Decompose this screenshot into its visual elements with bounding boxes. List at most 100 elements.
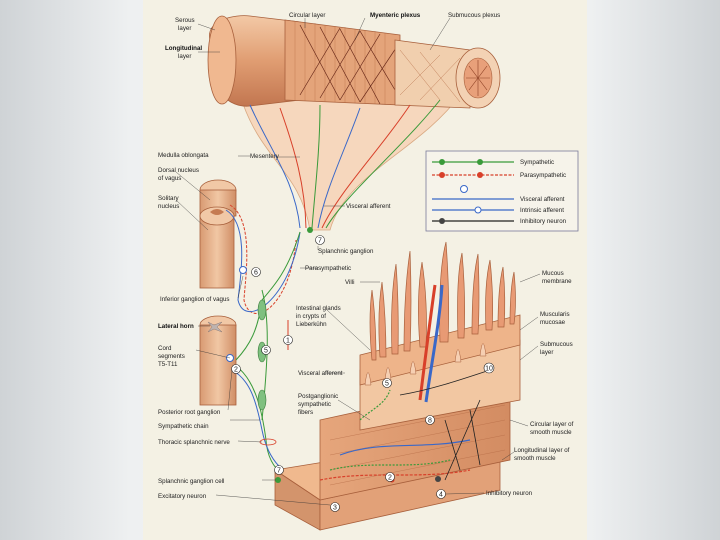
marker-6: 6 [251,267,261,277]
label-inhibitory-neuron: Inhibitory neuron [486,490,533,497]
svg-text:8: 8 [428,418,432,425]
wall-nerves-vessels [319,284,491,481]
label-solitary-nucleus-1: Solitary [158,195,180,202]
marker-7-top: 7 [315,235,325,245]
label-longitudinal-layer-1: Longitudinal [165,45,202,52]
svg-text:1: 1 [286,338,290,345]
intestinal-crypts [364,343,487,386]
legend-intrinsic-afferent: Intrinsic afferent [432,206,564,214]
svg-text:2: 2 [388,475,392,482]
extrinsic-fibers [225,204,331,487]
label-cord-segments-2: segments [158,353,185,360]
svg-text:6: 6 [254,270,258,277]
svg-text:5: 5 [385,381,389,388]
label-dorsal-nucleus-1: Dorsal nucleus [158,167,199,174]
label-posterior-root: Posterior root ganglion [158,409,221,416]
label-longitudinal-layer-2: layer [178,53,191,60]
marker-5-left: 5 [261,345,271,355]
marker-2-left: 2 [231,364,241,374]
mesentery [239,94,461,231]
label-splanchnic-ganglion: Splanchnic ganglion [318,248,374,255]
label-thoracic-splanchnic: Thoracic splanchnic nerve [158,439,230,446]
ganglion-cells [226,227,441,483]
sympathetic-chain [257,299,267,411]
gut-tube [207,15,501,231]
thoracic-splanchnic-nerve-ring [259,438,277,446]
label-medulla: Medulla oblongata [158,152,209,159]
legend-parasympathetic: Parasympathetic [432,172,566,179]
labels: Serous layer Longitudinal layer Circular… [158,12,574,500]
label-intestinal-glands-1: Intestinal glands [296,305,341,312]
inhibitory-neuron-cell [435,476,441,482]
legend-label-sympathetic: Sympathetic [520,159,554,166]
svg-text:2: 2 [234,367,238,374]
label-lateral-horn: Lateral horn [158,323,194,330]
label-postganglionic-1: Postganglionic [298,393,338,400]
label-mucous-membrane-1: Mucous [542,270,564,277]
label-cord-segments-3: T5-T11 [158,361,178,368]
label-mucous-membrane-2: membrane [542,278,572,285]
marker-3: 3 [330,502,340,512]
label-longitudinal-smooth-2: smooth muscle [514,455,556,462]
legend-label-intrinsic-afferent: Intrinsic afferent [520,207,564,214]
label-mesentery: Mesentery [250,153,280,160]
label-villi: Villi [345,279,355,286]
label-serous-layer-2: layer [178,25,191,32]
legend-inhibitory-neuron: Inhibitory neuron [432,218,567,225]
marker-5-right: 5 [382,378,392,388]
label-circular-smooth-2: smooth muscle [530,429,572,436]
marker-4: 4 [436,489,446,499]
label-intestinal-glands-2: in crypts of [296,313,326,320]
label-visceral-afferent-top: Visceral afferent [346,203,391,210]
marker-8: 8 [425,415,435,425]
leader-lines [175,17,541,506]
label-longitudinal-smooth-1: Longitudinal layer of [514,447,570,454]
label-circular-smooth-1: Circular layer of [530,421,574,428]
svg-text:10: 10 [485,366,493,373]
splanchnic-ganglion-node [307,227,313,233]
label-submucous-layer-2: layer [540,349,553,356]
legend-label-parasympathetic: Parasympathetic [520,172,566,179]
label-myenteric-plexus: Myenteric plexus [370,12,421,19]
label-submucous-plexus: Submucous plexus [448,12,500,19]
svg-text:7: 7 [277,468,281,475]
label-cord-segments-1: Cord [158,345,172,352]
label-inferior-ganglion: Inferior ganglion of vagus [160,296,229,303]
brainstem-segment [199,179,237,289]
number-markers: 7 6 1 5 2 7 3 4 2 10 5 8 [231,235,495,512]
label-visceral-afferent-mid: Visceral afferent [298,370,343,377]
inferior-ganglion-cell [239,266,247,274]
label-circular-layer: Circular layer [289,12,325,19]
legend-label-inhibitory-neuron: Inhibitory neuron [520,218,567,225]
marker-1: 1 [283,335,293,345]
legend: Sympathetic Parasympathetic Visceral aff… [425,150,579,232]
marker-2-bottom: 2 [385,472,395,482]
label-excitatory-neuron: Excitatory neuron [158,493,207,500]
label-muscularis-mucosae-2: mucosae [540,319,566,326]
splanchnic-ganglion-cell [275,477,281,483]
legend-label-visceral-afferent: Visceral afferent [520,196,565,203]
svg-text:5: 5 [264,348,268,355]
label-parasympathetic: Parasympathetic [305,265,351,272]
label-solitary-nucleus-2: nucleus [158,203,179,210]
svg-text:7: 7 [318,238,322,245]
myenteric-plexus-net [299,24,399,105]
legend-sympathetic: Sympathetic [432,159,554,166]
label-intestinal-glands-3: Lieberkühn [296,321,327,328]
legend-visceral-afferent: Visceral afferent [432,196,565,203]
svg-text:3: 3 [333,505,337,512]
mesentery-nerves [249,99,441,229]
label-postganglionic-3: fibers [298,409,313,416]
label-dorsal-nucleus-2: of vagus [158,175,181,182]
label-muscularis-mucosae-1: Muscularis [540,311,570,318]
label-sympathetic-chain: Sympathetic chain [158,423,209,430]
label-submucous-layer-1: Submucous [540,341,573,348]
svg-text:4: 4 [439,492,443,499]
label-serous-layer-1: Serous [175,17,195,24]
marker-7-bottom: 7 [274,465,284,475]
marker-10: 10 [483,362,495,374]
villi [369,241,516,361]
label-splanchnic-ganglion-cell: Splanchnic ganglion cell [158,478,224,485]
label-postganglionic-2: sympathetic [298,401,331,408]
